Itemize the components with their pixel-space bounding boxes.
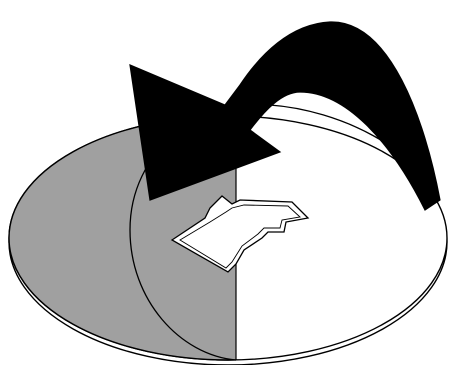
rotation-diagram (0, 0, 456, 365)
diagram-svg (0, 0, 456, 365)
